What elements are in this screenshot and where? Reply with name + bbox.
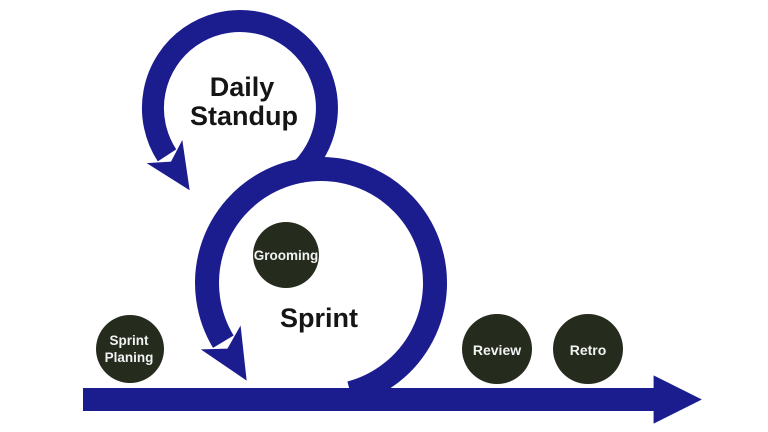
sprint-loop-arrow	[195, 156, 447, 405]
sprint-planning-label-line2: Planing	[105, 350, 154, 365]
daily-standup-label-line2: Standup	[190, 101, 298, 131]
review-node	[462, 314, 532, 384]
daily-standup-loop-arrow	[142, 10, 338, 191]
grooming-node	[253, 222, 319, 288]
sprint-planning-node	[96, 315, 164, 383]
retro-label: Retro	[570, 342, 607, 358]
retro-node	[553, 314, 623, 384]
daily-standup-label-line1: Daily	[210, 72, 275, 102]
review-label: Review	[473, 342, 521, 358]
sprint-planning-label-line1: Sprint	[110, 333, 150, 348]
grooming-label: Grooming	[254, 248, 319, 263]
sprint-label: Sprint	[280, 303, 358, 333]
